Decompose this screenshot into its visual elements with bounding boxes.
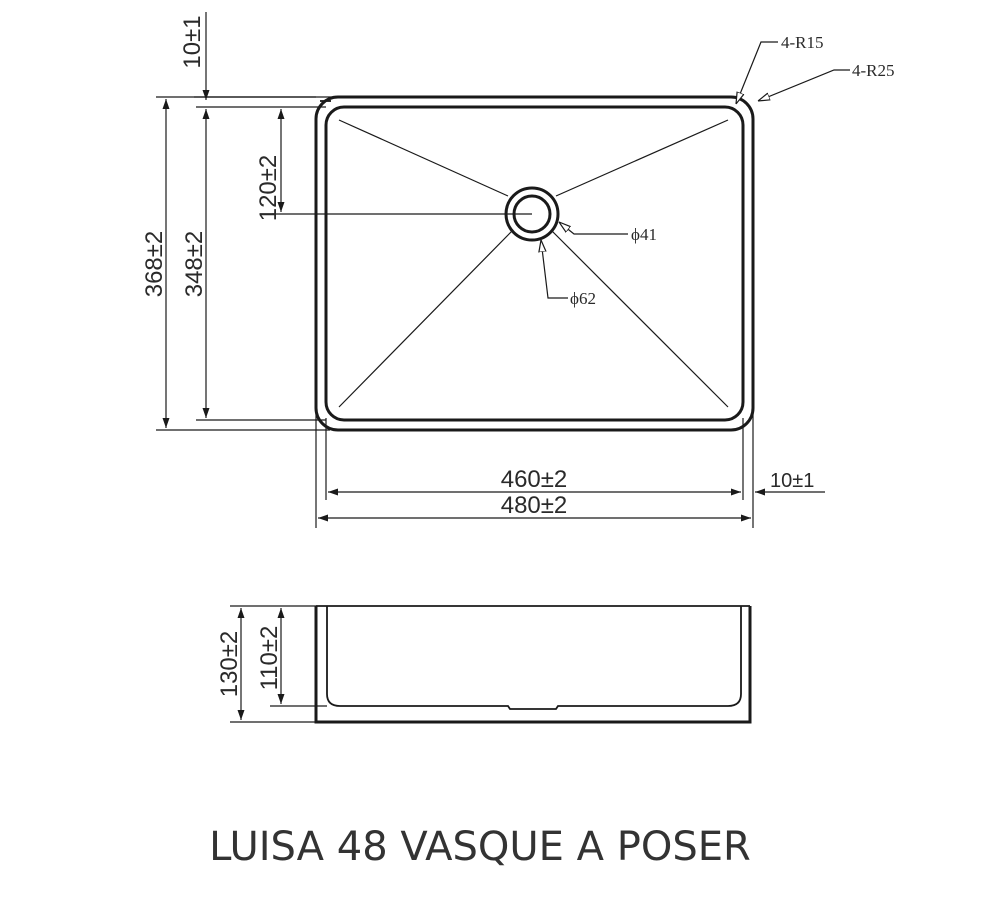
slope-line-tl [338, 119, 509, 197]
callout-drain-inner-label: ϕ41 [631, 225, 657, 244]
dim-rim-top-label: 10±1 [179, 15, 206, 68]
basin-outer-outline [314, 95, 755, 432]
callout-r15-label: 4-R15 [781, 33, 824, 52]
dim-drain-offset-label: 120±2 [255, 155, 282, 222]
dim-inner-width-label: 460±2 [501, 466, 568, 493]
callout-r25-label: 4-R25 [852, 61, 895, 80]
callout-r25-leader [758, 69, 850, 101]
dim-outer-depth-label: 368±2 [141, 231, 168, 298]
callout-drain-outer-label: ϕ62 [570, 289, 596, 308]
slope-line-br [551, 230, 729, 408]
dim-outer-width-label: 480±2 [501, 492, 568, 519]
dim-inner-height-label: 110±2 [256, 626, 283, 691]
dim-inner-depth-label: 348±2 [181, 231, 208, 298]
drawing-title: LUISA 48 VASQUE A POSER [209, 824, 751, 870]
basin-inner-outline [324, 105, 745, 422]
callout-r15-leader [736, 41, 778, 104]
side-outer-outline [314, 606, 752, 724]
side-inner-outline [326, 606, 742, 710]
dim-total-height-label: 130±2 [216, 631, 243, 698]
top-view: 10±1 368±2 348±2 120±2 460±2 480±2 10±1 [141, 12, 895, 528]
callout-drain-outer-leader [541, 240, 568, 299]
side-view: 130±2 110±2 [216, 605, 752, 724]
slope-line-bl [338, 230, 513, 408]
callout-drain-inner-leader [559, 222, 628, 235]
slope-line-tr [555, 119, 729, 197]
dim-rim-side-label: 10±1 [770, 470, 814, 492]
